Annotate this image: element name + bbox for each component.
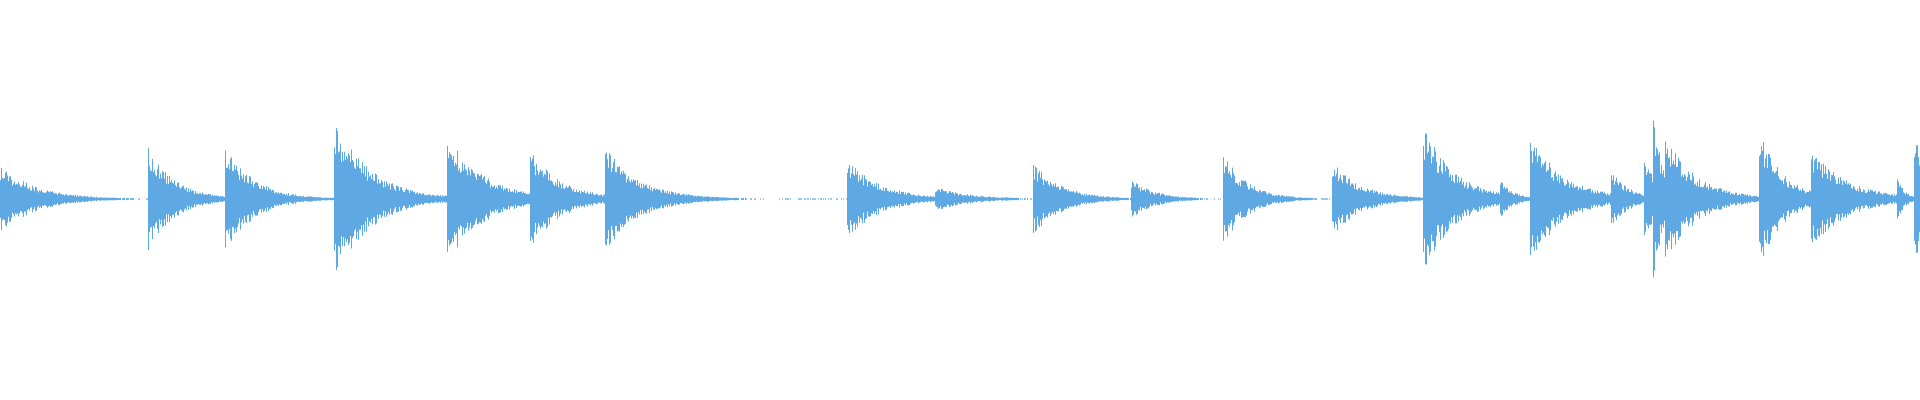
waveform-trace (0, 120, 1920, 278)
